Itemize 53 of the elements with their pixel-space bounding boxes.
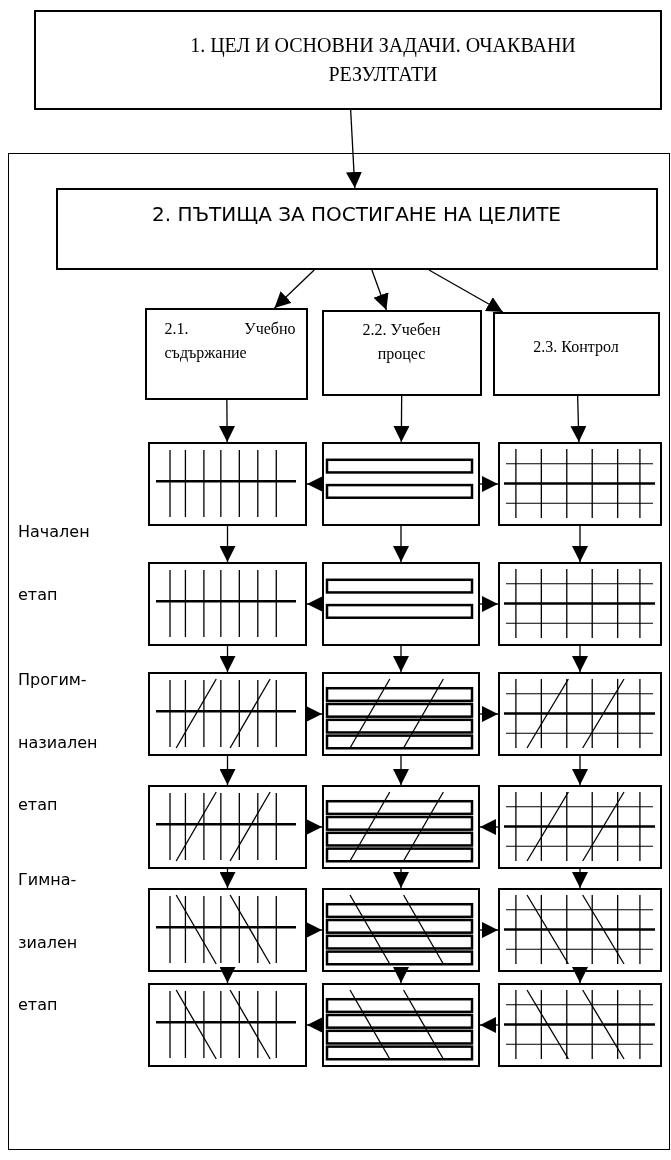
arrow — [393, 395, 410, 443]
arrow — [219, 755, 236, 786]
arrow — [479, 476, 499, 492]
arrow — [371, 269, 389, 311]
arrow — [219, 967, 236, 984]
arrow — [572, 967, 588, 984]
arrow — [479, 819, 499, 835]
arrow — [572, 645, 588, 673]
stage-label: етап — [18, 585, 58, 604]
arrow — [570, 395, 587, 443]
arrow — [306, 706, 323, 722]
arrow — [572, 525, 588, 563]
arrow — [572, 755, 588, 786]
box-text: 2.1. Учебно съдържание — [164, 319, 296, 364]
arrow — [306, 596, 323, 612]
process-box — [321, 309, 482, 396]
arrow — [346, 109, 362, 189]
stage-label: етап — [18, 995, 58, 1014]
arrow — [219, 868, 236, 889]
arrow — [393, 755, 409, 786]
stage-label: Начален — [18, 522, 90, 541]
arrow — [393, 967, 409, 984]
arrow — [479, 922, 499, 938]
arrow — [393, 868, 409, 889]
stage-label: Гимна- — [18, 870, 77, 889]
arrow — [393, 645, 409, 673]
arrow — [306, 1017, 323, 1033]
arrow — [479, 706, 499, 722]
arrow — [219, 399, 236, 443]
stage-label: Прогим- — [18, 670, 87, 689]
frame-box — [8, 153, 670, 1150]
box-text: 2.3. Контрол — [533, 336, 619, 358]
arrow — [306, 476, 323, 492]
stage-label: етап — [18, 795, 58, 814]
stage-label: назиален — [18, 733, 98, 752]
arrow — [393, 525, 409, 563]
box-text: 2. ПЪТИЩА ЗА ПОСТИГАНЕ НА ЦЕЛИТЕ — [152, 201, 561, 228]
arrow — [479, 1017, 499, 1033]
process-box — [55, 187, 658, 270]
box-text: 1. ЦЕЛ И ОСНОВНИ ЗАДАЧИ. ОЧАКВАНИ РЕЗУЛТАТИ — [189, 33, 577, 87]
arrow — [572, 868, 588, 889]
box-text: 2.2. Учебен процес — [361, 320, 442, 365]
arrow — [306, 819, 323, 835]
process-box — [492, 311, 660, 396]
arrow — [479, 596, 499, 612]
arrow — [428, 269, 504, 313]
stage-label: зиален — [18, 933, 78, 952]
process-box — [144, 307, 308, 400]
title-box — [34, 10, 662, 110]
arrow — [306, 922, 323, 938]
arrow — [219, 525, 236, 563]
arrow — [219, 645, 236, 673]
arrow — [273, 269, 315, 309]
